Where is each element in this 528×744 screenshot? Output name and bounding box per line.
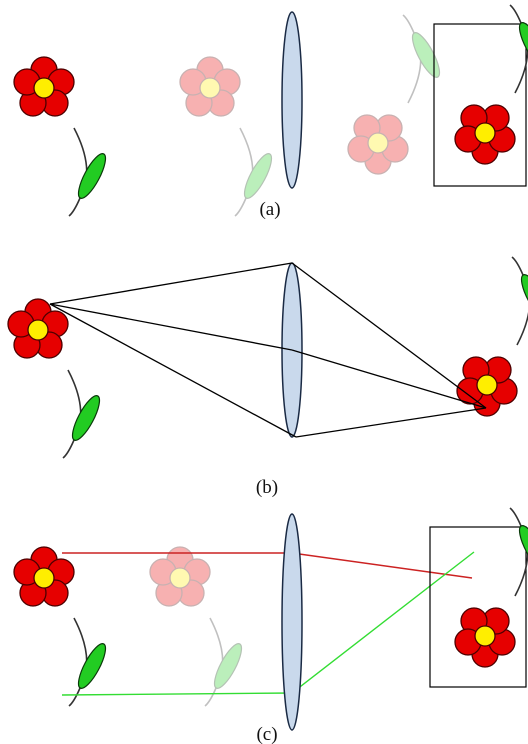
ray-bottom-out <box>295 407 487 438</box>
object-flower <box>13 546 112 707</box>
object-flower <box>13 56 112 217</box>
ray-center-out <box>291 349 487 409</box>
ray-top-out <box>291 262 487 409</box>
faded-image-flower <box>347 14 446 175</box>
faded-object-flower <box>149 546 248 707</box>
caption-a: (a) <box>259 199 280 220</box>
ray-green <box>61 551 475 696</box>
panel-b: (b) <box>7 256 528 498</box>
caption-b: (b) <box>256 477 278 498</box>
image-frame <box>433 23 527 187</box>
faded-object-flower <box>179 56 278 217</box>
light-rays <box>61 551 475 696</box>
object-flower <box>7 298 106 459</box>
light-rays <box>49 262 487 438</box>
image-flower <box>454 4 528 165</box>
ray-center-in <box>49 303 293 351</box>
lens <box>281 513 303 731</box>
ray-bottom-in <box>49 303 297 438</box>
panel-a: (a) <box>13 4 528 220</box>
image-frame <box>429 526 527 688</box>
image-flower <box>456 256 528 417</box>
caption-c: (c) <box>256 724 277 744</box>
lens <box>281 11 303 189</box>
panel-c: (c) <box>13 507 528 744</box>
image-flower <box>454 507 528 668</box>
ray-red <box>62 552 473 579</box>
ray-top-in <box>49 262 293 305</box>
